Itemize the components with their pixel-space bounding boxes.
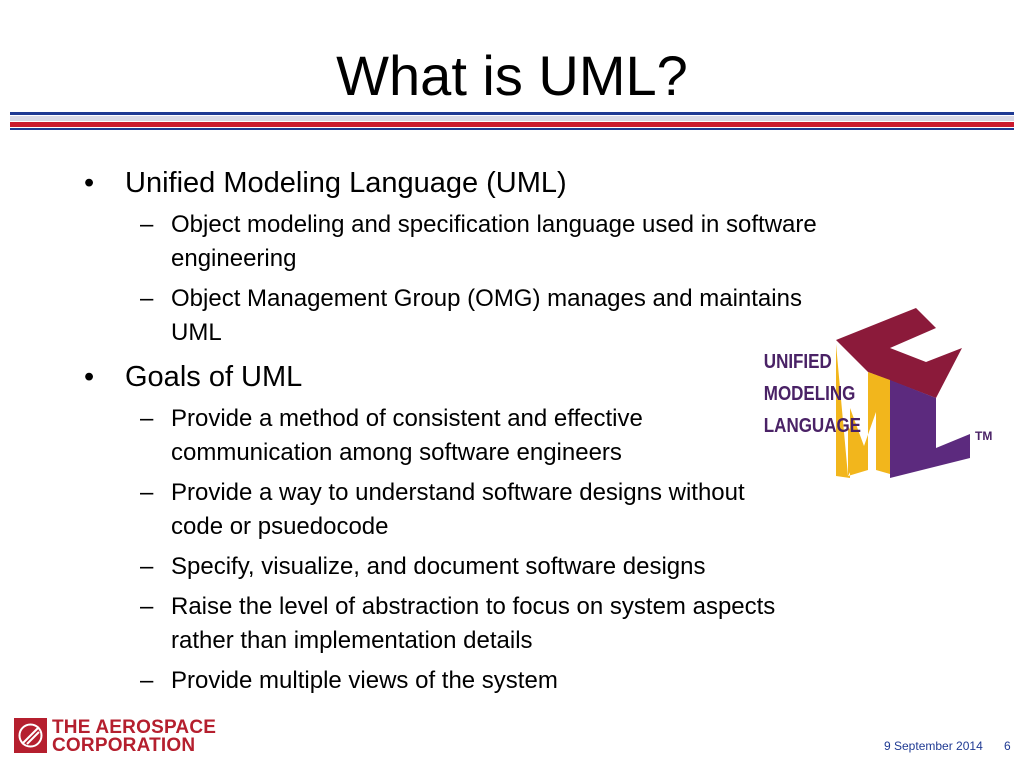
sub-bullet-text: Specify, visualize, and document softwar… xyxy=(171,553,706,580)
uml-logo-u-shape xyxy=(836,308,962,398)
bullet-item: • Unified Modeling Language (UML) xyxy=(84,164,844,202)
sub-bullet-text: Object Management Group (OMG) manages an… xyxy=(171,285,802,346)
title-rule-blue-top xyxy=(10,112,1014,115)
uml-logo-m-shape xyxy=(836,344,890,478)
bullet-dot: • xyxy=(84,361,95,393)
sub-bullet-text: Raise the level of abstraction to focus … xyxy=(171,593,776,654)
bullet-text: Goals of UML xyxy=(125,361,303,393)
bullet-list: • Unified Modeling Language (UML) – Obje… xyxy=(84,160,844,698)
bullet-text: Unified Modeling Language (UML) xyxy=(125,167,567,199)
sub-bullet-dash: – xyxy=(140,553,154,580)
sub-bullet-dash: – xyxy=(140,211,154,238)
bullet-item: • Goals of UML xyxy=(84,358,844,396)
sub-bullet-text: Provide a method of consistent and effec… xyxy=(171,405,643,466)
sub-bullet-dash: – xyxy=(140,479,154,506)
sub-bullet-text: Provide a way to understand software des… xyxy=(171,479,745,540)
sub-bullet-item: – Provide a way to understand software d… xyxy=(84,476,771,544)
sub-bullet-item: – Specify, visualize, and document softw… xyxy=(84,550,844,584)
corporation-name-line2: CORPORATION xyxy=(52,735,196,756)
sub-bullet-dash: – xyxy=(140,593,154,620)
sub-bullet-item: – Raise the level of abstraction to focu… xyxy=(84,590,811,658)
page-number: 6 xyxy=(1004,739,1011,753)
bullet-dot: • xyxy=(84,167,95,199)
title-rule-red xyxy=(10,122,1014,127)
title-rule-blue-bottom xyxy=(10,128,1014,130)
footer-date: 9 September 2014 xyxy=(884,739,983,753)
sub-bullet-item: – Provide a method of consistent and eff… xyxy=(84,402,731,470)
sub-bullet-dash: – xyxy=(140,285,154,312)
uml-logo: UNIFIED MODELING LANGUAGE TM xyxy=(764,308,992,478)
slide-title: What is UML? xyxy=(336,44,688,107)
sub-bullet-dash: – xyxy=(140,405,154,432)
corporation-name-line1: THE AEROSPACE xyxy=(52,717,217,738)
uml-logo-tm: TM xyxy=(975,429,992,443)
sub-bullet-item: – Provide multiple views of the system xyxy=(84,664,844,698)
sub-bullet-text: Object modeling and specification langua… xyxy=(171,211,817,272)
uml-logo-text-line2: MODELING xyxy=(764,382,856,405)
uml-logo-text-line3: LANGUAGE xyxy=(764,414,861,437)
aerospace-logo-mark-icon xyxy=(14,718,47,753)
sub-bullet-item: – Object modeling and specification lang… xyxy=(84,208,844,276)
sub-bullet-item: – Object Management Group (OMG) manages … xyxy=(84,282,844,350)
sub-bullet-text: Provide multiple views of the system xyxy=(171,667,558,694)
uml-logo-l-shape xyxy=(890,380,970,478)
uml-logo-text-line1: UNIFIED xyxy=(764,350,832,373)
sub-bullet-dash: – xyxy=(140,667,154,694)
title-rule-light xyxy=(10,116,1014,121)
